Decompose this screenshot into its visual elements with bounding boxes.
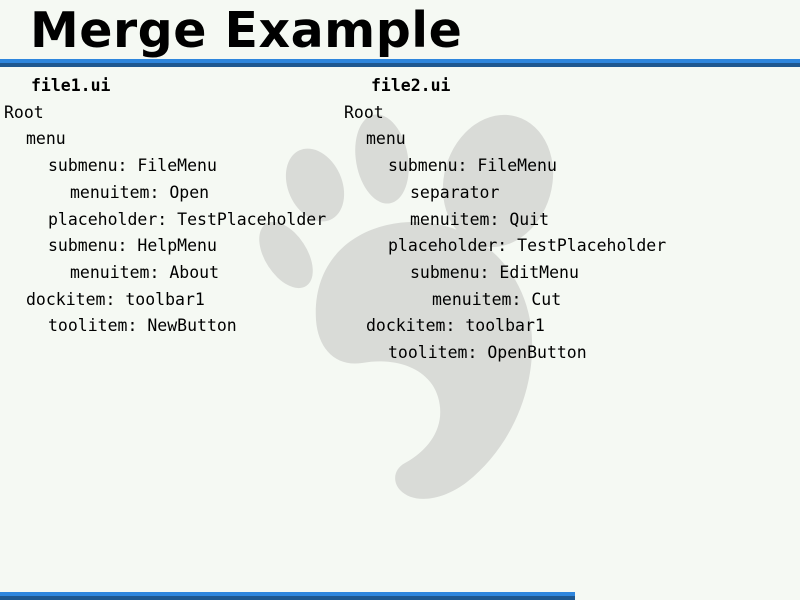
tree-node: dockitem: toolbar1 (366, 316, 545, 336)
tree-node: toolitem: OpenButton (388, 343, 587, 363)
progress-accent-top (0, 592, 575, 596)
gnome-foot-watermark-icon (259, 114, 554, 499)
file1-rows: Root menu submenu: FileMenu menuitem: Open p… (4, 100, 326, 340)
slide-title: Merge Example (30, 2, 463, 59)
tree-node: menuitem: Quit (410, 209, 550, 229)
tree-node: menu (26, 129, 66, 149)
divider-accent-top (0, 59, 800, 63)
tree-node: menuitem: Open (70, 182, 210, 202)
tree-node: dockitem: toolbar1 (26, 289, 205, 309)
slide-progress-bar (0, 592, 575, 600)
file2-header: file2.ui (371, 76, 451, 95)
tree-node: menuitem: About (70, 262, 220, 282)
tree-node: placeholder: TestPlaceholder (48, 209, 327, 229)
tree-node: placeholder: TestPlaceholder (388, 236, 667, 256)
file2-tree-panel: file2.ui Root menu submenu: FileMenu separa… (344, 73, 666, 367)
file1-tree-panel: file1.ui Root menu submenu: FileMenu menuit… (4, 73, 326, 340)
tree-node: menu (366, 129, 406, 149)
tree-node: separator (410, 182, 500, 202)
tree-node: menuitem: Cut (432, 289, 562, 309)
progress-accent-bottom (0, 596, 575, 600)
file1-header: file1.ui (31, 76, 111, 95)
tree-node: submenu: HelpMenu (48, 236, 217, 256)
title-divider (0, 59, 800, 67)
file2-rows: Root menu submenu: FileMenu separator menuit… (344, 100, 666, 367)
tree-node: toolitem: NewButton (48, 316, 237, 336)
tree-node: Root (4, 102, 44, 122)
divider-accent-bottom (0, 63, 800, 67)
tree-node: submenu: FileMenu (388, 156, 557, 176)
tree-node: submenu: EditMenu (410, 262, 579, 282)
tree-node: Root (344, 102, 384, 122)
tree-node: submenu: FileMenu (48, 156, 217, 176)
